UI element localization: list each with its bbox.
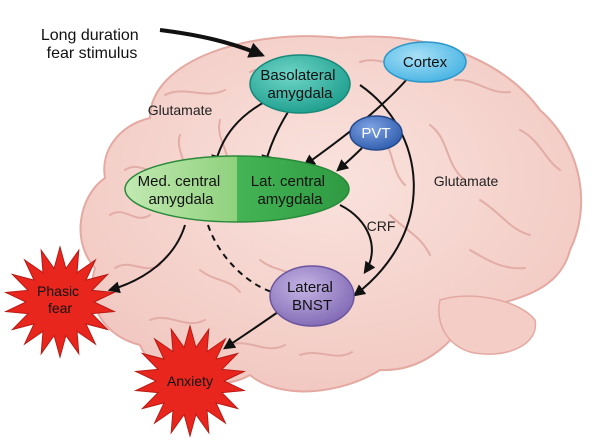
- dashed-link-med-central-bnst: [207, 224, 273, 293]
- anxiety-burst: [133, 324, 247, 438]
- med-central-amygdala-label: Med. central amygdala: [138, 173, 225, 208]
- bla-line2: amygdala: [267, 85, 333, 102]
- arrow-med-central-to-phasic-fear: [107, 224, 186, 294]
- phasic-fear-line2: fear: [48, 300, 72, 316]
- svg-text:Lateral BNST: Lateral BNST: [287, 279, 337, 314]
- bnst-line2: BNST: [292, 297, 332, 314]
- svg-text:Basolateral amygdala: Basolateral amygdala: [260, 67, 339, 102]
- edge-label-glutamate-left: Glutamate: [148, 102, 213, 118]
- arrow-bla-to-bnst: [353, 84, 415, 297]
- brain-illustration: [79, 35, 583, 393]
- node-central-amygdala: Med. central amygdala Lat. central amygd…: [124, 155, 350, 223]
- phasic-fear-line1: Phasic: [37, 283, 79, 299]
- node-lateral-bnst: Lateral BNST: [269, 265, 355, 327]
- lat-central-line1: Lat. central: [251, 173, 325, 190]
- node-basolateral-amygdala: Basolateral amygdala: [249, 54, 351, 114]
- phasic-fear-burst: [3, 245, 117, 359]
- arrow-lat-central-to-bnst: [339, 204, 376, 274]
- anxiety-label: Anxiety: [167, 373, 213, 389]
- edge-label-glutamate-right: Glutamate: [434, 173, 499, 189]
- lat-central-amygdala-label: Lat. central amygdala: [251, 173, 329, 208]
- svg-text:Phasic fear: Phasic fear: [37, 283, 83, 316]
- outcome-anxiety: Anxiety: [133, 324, 247, 438]
- stimulus-line2: fear stimulus: [47, 45, 138, 62]
- arrow-bnst-to-anxiety: [223, 311, 279, 350]
- med-central-line2: amygdala: [148, 191, 214, 208]
- stimulus-label: Long duration fear stimulus: [41, 27, 143, 62]
- cortex-label: Cortex: [403, 54, 448, 71]
- med-central-line1: Med. central: [138, 173, 221, 190]
- edge-label-crf: CRF: [367, 218, 396, 234]
- stimulus-line1: Long duration: [41, 27, 139, 44]
- node-pvt: PVT: [349, 115, 403, 151]
- arrow-pvt-to-lat-central: [336, 147, 363, 172]
- bnst-line1: Lateral: [287, 279, 333, 296]
- outcome-phasic-fear: Phasic fear: [3, 245, 117, 359]
- pvt-label: PVT: [361, 125, 390, 142]
- cerebellum: [438, 295, 537, 355]
- stimulus-arrow: [159, 28, 265, 58]
- lat-central-line2: amygdala: [257, 191, 323, 208]
- bla-line1: Basolateral: [260, 67, 335, 84]
- node-cortex: Cortex: [383, 41, 467, 83]
